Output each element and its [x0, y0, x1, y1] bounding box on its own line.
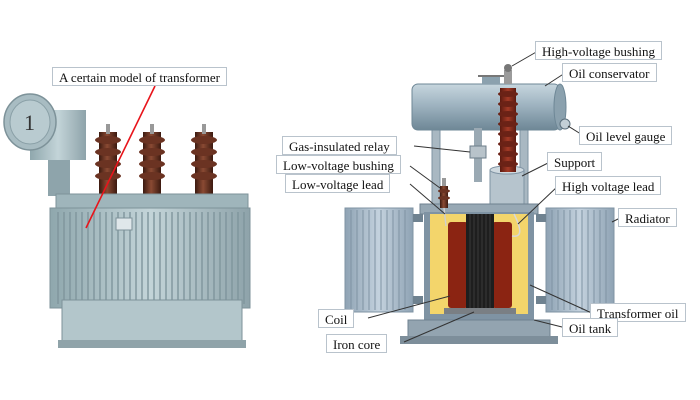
label-support: Support — [547, 152, 603, 171]
photo-tank-base — [61, 299, 243, 345]
oil-level-gauge — [559, 118, 571, 130]
leader-transformer-oil — [529, 284, 595, 315]
core-coil-assembly — [444, 213, 521, 314]
radiator-left — [344, 207, 414, 313]
transformer-model-label: A certain model of transformer — [52, 67, 227, 86]
label-transformer-oil: Transformer oil — [590, 303, 686, 322]
label-gas-insulated-relay: Gas-insulated relay — [282, 136, 397, 155]
leader-oil-tank — [533, 319, 567, 329]
leader-high-voltage-lead — [517, 185, 559, 225]
label-coil: Coil — [318, 309, 355, 328]
label-high-voltage-lead: High voltage lead — [555, 176, 662, 195]
label-oil-conservator: Oil conservator — [562, 63, 657, 82]
diagram-leader-lines — [367, 50, 621, 343]
leader-iron-core — [403, 311, 475, 343]
radiator-pipe — [413, 296, 423, 304]
photo-nameplate — [115, 217, 133, 231]
coil-left — [448, 222, 468, 308]
photo-leader-line — [85, 85, 156, 229]
core-clamp — [444, 308, 516, 314]
label-iron-core: Iron core — [326, 334, 388, 353]
label-radiator: Radiator — [618, 208, 677, 227]
leader-low-voltage-lead — [409, 183, 446, 215]
photo-tank-lid — [55, 193, 249, 209]
leader-oil-conservator — [544, 72, 566, 87]
leader-gas-insulated-relay — [413, 145, 471, 153]
radiator-pipe — [536, 214, 546, 222]
label-oil-tank: Oil tank — [562, 318, 619, 337]
low-voltage-bushing — [438, 178, 450, 227]
base-skid — [407, 319, 551, 339]
lv-lead-wire — [443, 207, 447, 227]
transformer-photo: 1 — [3, 93, 251, 348]
gas-relay — [469, 128, 487, 182]
high-voltage-bushing — [498, 64, 518, 172]
leader-coil — [367, 295, 451, 319]
leader-support — [521, 161, 551, 177]
label-low-voltage-lead: Low-voltage lead — [285, 174, 391, 193]
photo-bushings — [95, 124, 217, 194]
label-oil-level-gauge: Oil level gauge — [579, 126, 673, 145]
label-high-voltage-bushing: High-voltage bushing — [535, 41, 663, 60]
radiator-pipe — [536, 296, 546, 304]
photo-tank-body — [49, 207, 251, 309]
coil-right — [492, 222, 512, 308]
photo-conservator: 1 — [3, 93, 86, 196]
cutaway-diagram — [344, 64, 615, 344]
oil-conservator — [411, 75, 567, 131]
bushing-turret — [489, 165, 525, 211]
photo-skid — [58, 340, 246, 348]
label-low-voltage-bushing: Low-voltage bushing — [276, 155, 401, 174]
leader-high-voltage-bushing — [511, 50, 539, 67]
leader-low-voltage-bushing — [409, 165, 441, 189]
nameplate-number: 1 — [24, 110, 35, 135]
radiator-pipe — [413, 214, 423, 222]
radiator-right — [545, 207, 615, 313]
iron-core-body — [466, 214, 494, 312]
base-rail — [400, 336, 558, 344]
hv-lead-wire — [511, 213, 521, 237]
